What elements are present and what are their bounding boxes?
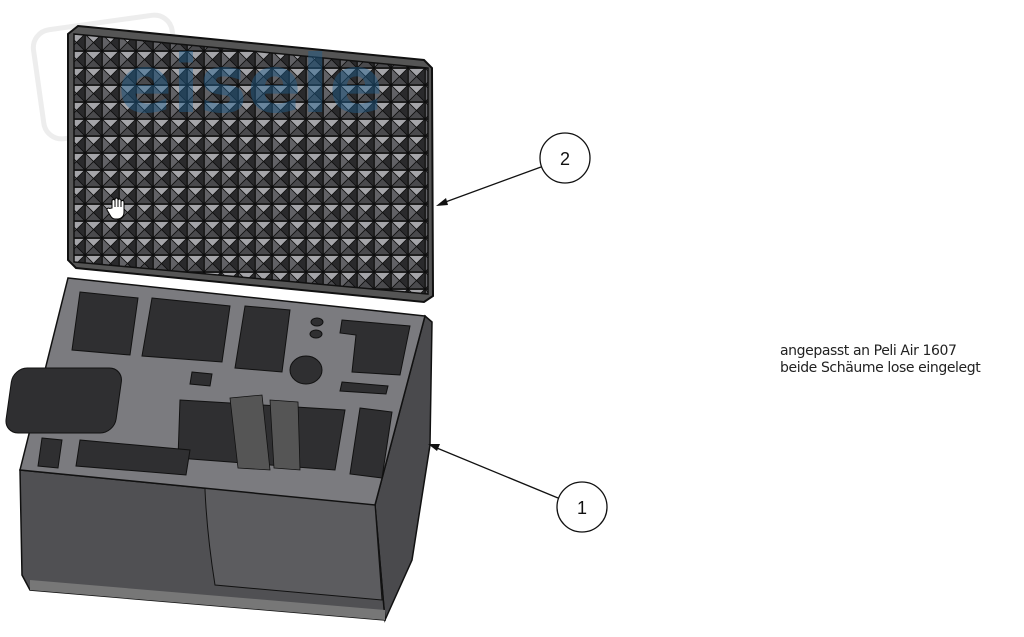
callout-1: 1 [428,444,608,533]
note-line-1: angepasst an Peli Air 1607 [780,343,957,359]
hand-pointer-icon [106,197,125,220]
watermark-text: eisele [118,38,383,131]
arrowhead-icon [436,198,448,206]
note-line-2: beide Schäume lose eingelegt [780,360,981,376]
lid-foam: eisele [67,24,435,304]
callout-2: 2 [436,132,591,206]
arrowhead-icon [428,444,440,451]
annotation-note: angepasst an Peli Air 1607 beide Schäume… [780,343,981,377]
base-foam [5,277,433,623]
callout-1-label: 1 [577,498,587,518]
callout-2-label: 2 [560,149,570,169]
